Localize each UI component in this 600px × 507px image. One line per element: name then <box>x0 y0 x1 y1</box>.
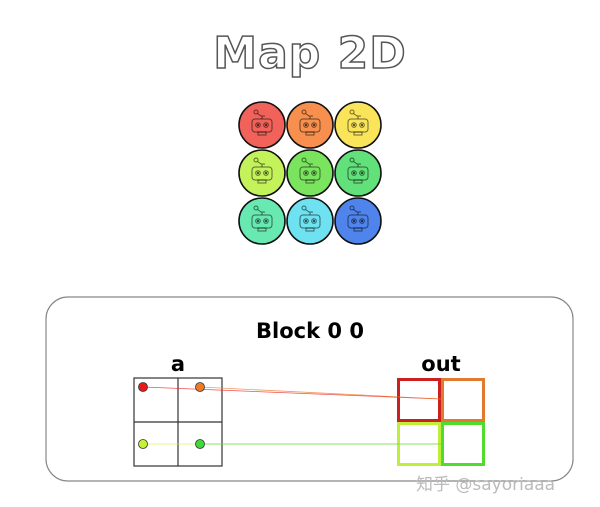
input-point <box>195 382 205 392</box>
robot-icon <box>251 205 273 232</box>
output-label: out <box>421 352 461 376</box>
robot-icon <box>251 109 273 136</box>
output-cell <box>397 378 441 422</box>
robot-icon <box>347 205 369 232</box>
robot-cell <box>238 149 286 197</box>
output-cell <box>441 378 485 422</box>
robot-cell <box>334 149 382 197</box>
input-points <box>138 382 205 449</box>
output-grid <box>397 378 485 466</box>
input-grid-a <box>133 377 223 467</box>
robot-grid <box>238 101 382 245</box>
mapping-lines <box>142 386 442 445</box>
robot-cell <box>286 197 334 245</box>
robot-icon <box>347 109 369 136</box>
output-cell <box>441 422 485 466</box>
input-point <box>138 382 148 392</box>
robot-icon <box>251 157 273 184</box>
robot-icon <box>299 205 321 232</box>
robot-cell <box>334 197 382 245</box>
input-point <box>195 439 205 449</box>
robot-cell <box>334 101 382 149</box>
input-point <box>138 439 148 449</box>
watermark: 知乎 @sayoriaaa <box>416 475 556 495</box>
robot-cell <box>286 101 334 149</box>
robot-icon <box>299 109 321 136</box>
block-title: Block 0 0 <box>256 319 364 343</box>
robot-cell <box>238 197 286 245</box>
input-label-a: a <box>170 352 186 376</box>
robot-cell <box>238 101 286 149</box>
robot-icon <box>347 157 369 184</box>
robot-cell <box>286 149 334 197</box>
robot-icon <box>299 157 321 184</box>
page-title: Map 2D <box>213 27 407 80</box>
